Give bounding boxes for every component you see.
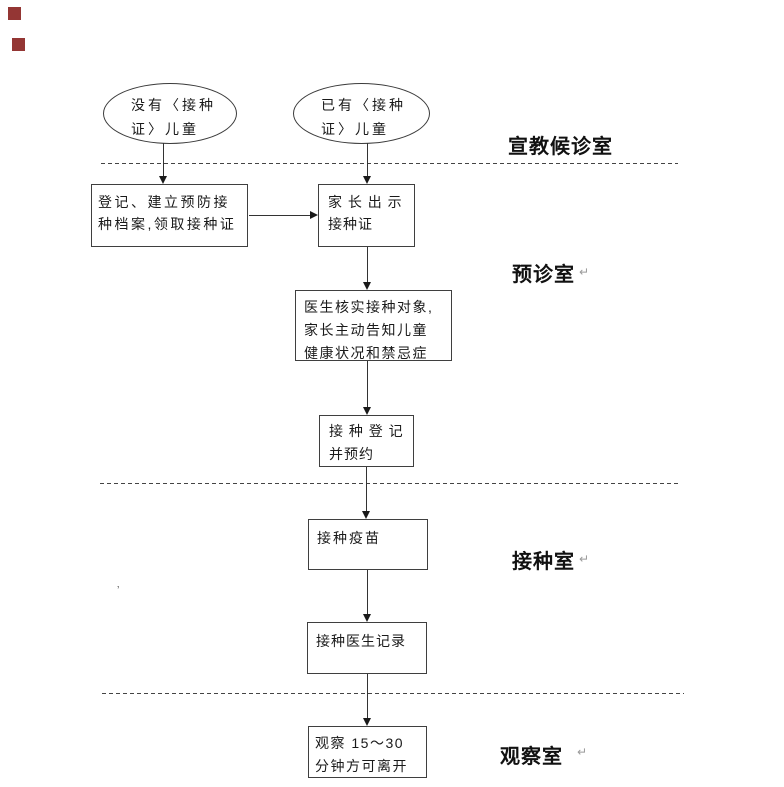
zone-label-vaccination-room: 接种室 (512, 551, 575, 573)
arrowhead-down-icon (362, 511, 370, 519)
return-mark-icon: ↵ (577, 745, 588, 759)
flow-box-show-certificate: 家 长 出 示 接种证 (318, 184, 415, 247)
zone-divider-1 (101, 163, 678, 164)
zone-label-education-waiting-room: 宣教候诊室 (508, 136, 613, 158)
arrowhead-down-icon (363, 718, 371, 726)
flow-box-doctor-record: 接种医生记录 (307, 622, 427, 674)
flow-box-observe: 观察 15～30 分钟方可离开 (308, 726, 427, 778)
flow-connector (366, 467, 367, 512)
arrowhead-down-icon (363, 407, 371, 415)
flow-box-vaccinate: 接种疫苗 (308, 519, 428, 570)
arrowhead-down-icon (159, 176, 167, 184)
start-ellipse-no-cert: 没有〈接种 证〉儿童 (103, 83, 237, 144)
zone-label-pre-examination-room: 预诊室 (512, 264, 575, 286)
flow-box-vaccination-register: 接 种 登 记 并预约 (319, 415, 414, 467)
flow-connector (249, 215, 310, 216)
red-marker-icon (12, 38, 25, 51)
red-marker-icon (8, 7, 21, 20)
flow-connector (163, 143, 164, 177)
return-mark-icon: ↵ (579, 552, 590, 566)
flow-connector (367, 143, 368, 177)
arrowhead-down-icon (363, 614, 371, 622)
zone-label-observation-room: 观察室 (500, 746, 563, 768)
return-mark-icon: ↵ (579, 265, 590, 279)
arrowhead-down-icon (363, 176, 371, 184)
stray-mark: ʼ (117, 585, 120, 597)
arrowhead-right-icon (310, 211, 318, 219)
flow-connector (367, 247, 368, 283)
flow-connector (367, 674, 368, 719)
flow-box-doctor-verification: 医生核实接种对象, 家长主动告知儿童 健康状况和禁忌症 (295, 290, 452, 361)
flow-box-registration: 登记、建立预防接 种档案,领取接种证 (91, 184, 248, 247)
zone-divider-2 (100, 483, 680, 484)
zone-divider-3 (102, 693, 684, 694)
start-ellipse-has-cert: 已有〈接种 证〉儿童 (293, 83, 430, 144)
arrowhead-down-icon (363, 282, 371, 290)
flow-connector (367, 570, 368, 615)
flow-connector (367, 361, 368, 408)
